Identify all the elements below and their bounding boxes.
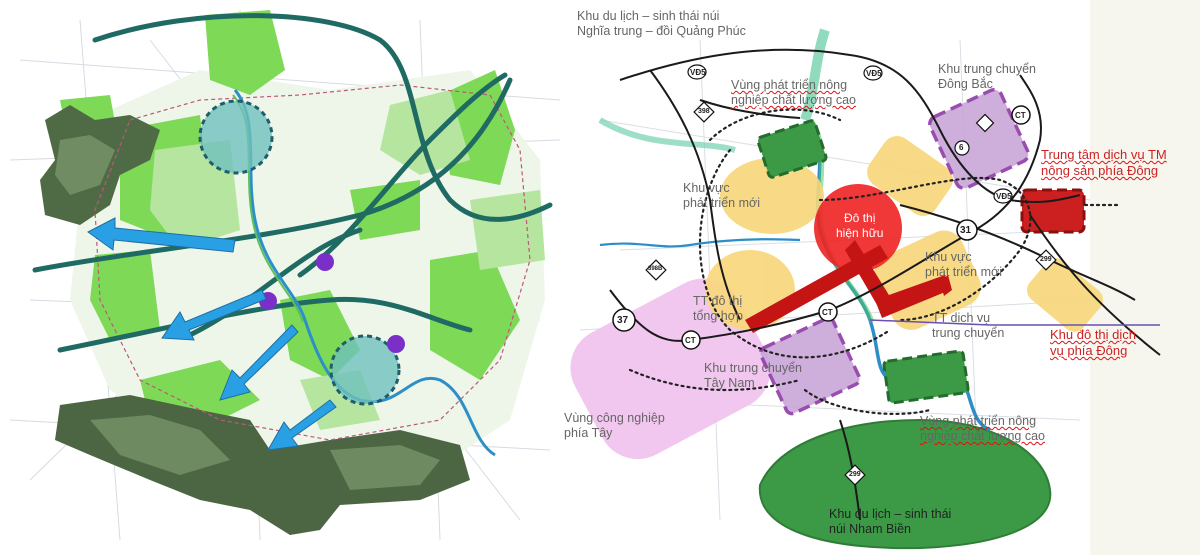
label-agri-zone-south: Vùng phát triển nông nghiệp chất lượng c… <box>920 414 1045 443</box>
road-shield-31: 31 <box>960 225 972 236</box>
road-shield-vd5: VĐ5 <box>996 192 1012 201</box>
agri-zone-north <box>756 119 828 179</box>
road-shield-37: 37 <box>617 315 629 326</box>
road-shield-299b: 299 <box>849 471 861 478</box>
road-shield-vd5: VĐ5 <box>690 68 706 77</box>
label-trade-center-east: Trung tâm dịch vụ TM nông sản phía Đông <box>1041 147 1167 178</box>
right-map <box>565 0 1200 555</box>
label-eco-tourism-south: Khu du lịch – sinh thái núi Nham Biền <box>829 507 952 536</box>
transit-zone-southwest <box>758 316 862 416</box>
road-shield-ct: CT <box>685 336 696 345</box>
label-urban-center: TT đô thị tổng hợp <box>693 294 743 323</box>
road-shield-398: 398 <box>698 108 710 115</box>
trade-center-east <box>1020 188 1086 234</box>
label-eco-tourism-north: Khu du lịch – sinh thái núi Nghĩa trung … <box>577 9 746 38</box>
road-shield-ct: CT <box>822 308 833 317</box>
label-existing-urban: Đô thị hiện hữu <box>836 211 884 240</box>
agri-zone-south <box>882 349 970 405</box>
label-new-dev-east: Khu vực phát triển mới <box>925 250 1002 279</box>
left-map <box>0 0 565 555</box>
label-transit-service: TT dịch vụ trung chuyển <box>932 311 1005 340</box>
label-industrial-west: Vùng công nghiệp phía Tây <box>564 411 665 440</box>
transit-zone-northeast <box>928 88 1030 190</box>
road-shield-ct: CT <box>1015 111 1026 120</box>
label-new-dev-west: Khu vực phát triển mới <box>683 181 760 210</box>
road-shield-vd5: VĐ5 <box>866 69 882 78</box>
road-shield-398b: 398B <box>648 266 663 272</box>
label-east-urban: Khu đô thị dịch vụ phía Đông <box>1050 327 1137 358</box>
label-agri-zone-north: Vùng phát triển nông nghiệp chất lượng c… <box>731 78 856 107</box>
south-eco-zone <box>758 418 1052 550</box>
label-transit-northeast: Khu trung chuyển Đông Bắc <box>938 62 1036 91</box>
road-shields <box>612 64 1057 486</box>
label-transit-southwest: Khu trung chuyển Tây Nam <box>704 361 802 390</box>
road-shield-299: 299 <box>1040 256 1052 263</box>
road-shield-6: 6 <box>959 143 964 152</box>
